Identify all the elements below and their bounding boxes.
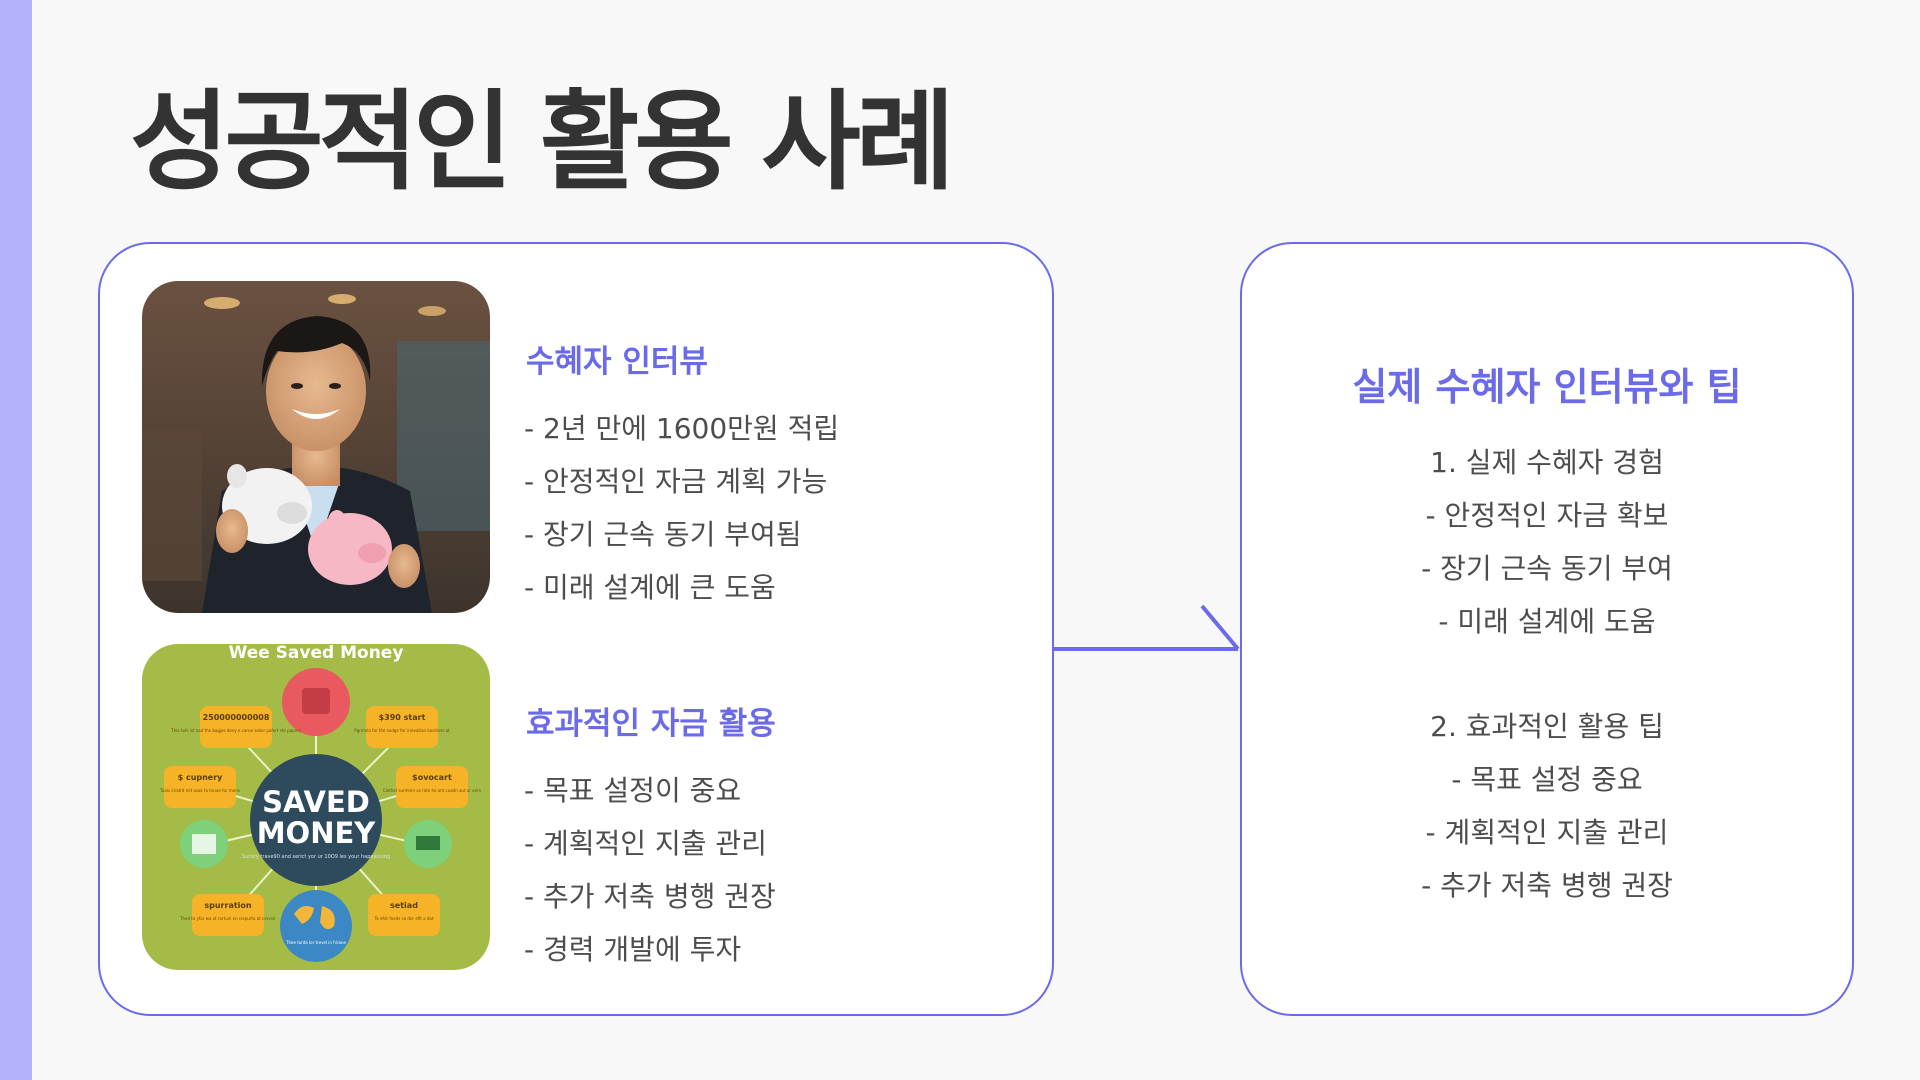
- infographic-center-line2: MONEY: [257, 816, 377, 850]
- left-accent-bar: [0, 0, 32, 1080]
- tips-list-item: - 목표 설정 중요: [1451, 763, 1643, 796]
- bullet-item: - 안정적인 자금 계획 가능: [524, 465, 828, 498]
- tips-group-usage: 2. 효과적인 활용 팁 - 목표 설정 중요 - 계획적인 지출 관리 - 추…: [1240, 700, 1854, 912]
- info-bubble-6: setiad Te efdr foeds so dor efit a dat: [368, 894, 440, 936]
- tips-list-item: - 추가 저축 병행 권장: [1421, 869, 1673, 902]
- svg-text:Pgrmnts for the sadge for irre: Pgrmnts for the sadge for irrevatian kav…: [354, 728, 450, 733]
- tips-card: [1240, 242, 1854, 1016]
- svg-text:Te efdr foeds so dor efit a da: Te efdr foeds so dor efit a dat: [374, 916, 434, 921]
- connector-arrow-icon: [1054, 604, 1240, 651]
- saved-money-infographic: Wee Saved Money 250000000008 Thie tofs i…: [142, 644, 490, 970]
- tips-group-experience: 1. 실제 수혜자 경험 - 안정적인 자금 확보 - 장기 근속 동기 부여 …: [1240, 436, 1854, 648]
- bullet-item: - 미래 설계에 큰 도움: [524, 571, 776, 604]
- bullet-item: - 추가 저축 병행 권장: [524, 880, 776, 913]
- bullet-item: - 2년 만에 1600만원 적립: [524, 412, 840, 445]
- svg-text:spurration: spurration: [204, 901, 252, 910]
- svg-text:$390 start: $390 start: [379, 713, 426, 722]
- svg-text:Thie tofs ist nad the bagjes d: Thie tofs ist nad the bagjes deny e caru…: [170, 728, 301, 733]
- globe-icon: Thee tonta lor trevel in hirane: [280, 890, 352, 962]
- section-heading-interview: 수혜자 인터뷰: [526, 344, 708, 380]
- svg-text:$ovocart: $ovocart: [412, 773, 452, 782]
- infographic-center-line1: SAVED: [262, 785, 370, 819]
- tips-list-item: - 안정적인 자금 확보: [1425, 499, 1669, 532]
- info-bubble-1: 250000000008 Thie tofs ist nad the bagje…: [170, 706, 301, 748]
- svg-text:Thed to yfar wa at rortuni on: Thed to yfar wa at rortuni on ciepurta a…: [179, 916, 276, 921]
- bullet-item: - 계획적인 지출 관리: [524, 827, 767, 860]
- slide-title: 성공적인 활용 사례: [130, 80, 955, 205]
- infographic-header: Wee Saved Money: [229, 644, 404, 663]
- bullet-item: - 목표 설정이 중요: [524, 774, 742, 807]
- bullet-item: - 장기 근속 동기 부여됨: [524, 518, 802, 551]
- svg-text:Clothat surmmn as rate ho ant: Clothat surmmn as rate ho ant coadn aut …: [383, 788, 482, 793]
- tips-list-item: - 장기 근속 동기 부여: [1421, 552, 1673, 585]
- info-bubble-3: $ cupnery Toals ciratrd mit soak to tnna…: [159, 766, 240, 808]
- info-bubble-4: $ovocart Clothat surmmn as rate ho ant c…: [383, 766, 482, 808]
- tips-title: 실제 수혜자 인터뷰와 팁: [1352, 365, 1742, 409]
- svg-text:$ cupnery: $ cupnery: [178, 773, 224, 782]
- svg-text:Thee tonta lor trevel in hiran: Thee tonta lor trevel in hirane: [285, 940, 346, 945]
- tips-list-heading: 1. 실제 수혜자 경험: [1430, 446, 1664, 479]
- beneficiary-photo: [142, 281, 490, 613]
- bullet-item: - 경력 개발에 투자: [524, 933, 742, 966]
- tips-list-item: - 미래 설계에 도움: [1438, 605, 1656, 638]
- svg-text:250000000008: 250000000008: [203, 713, 270, 722]
- fund-usage-bullet-list: - 목표 설정이 중요 - 계획적인 지출 관리 - 추가 저축 병행 권장 -…: [524, 764, 776, 976]
- tips-list-item: - 계획적인 지출 관리: [1425, 816, 1669, 849]
- section-heading-fund-usage: 효과적인 자금 활용: [526, 706, 776, 742]
- svg-text:Toals ciratrd mit soak to tnna: Toals ciratrd mit soak to tnnae for mens: [159, 788, 240, 793]
- tips-list-heading: 2. 효과적인 활용 팁: [1430, 710, 1664, 743]
- svg-text:setiad: setiad: [390, 901, 418, 910]
- info-bubble-2: $390 start Pgrmnts for the sadge for irr…: [354, 706, 450, 748]
- info-bubble-5: spurration Thed to yfar wa at rortuni on…: [179, 894, 276, 936]
- infographic-center-sub: Sumcy trave90 and serict yor ur 10O9 les…: [242, 854, 390, 860]
- interview-bullet-list: - 2년 만에 1600만원 적립 - 안정적인 자금 계획 가능 - 장기 근…: [524, 402, 839, 614]
